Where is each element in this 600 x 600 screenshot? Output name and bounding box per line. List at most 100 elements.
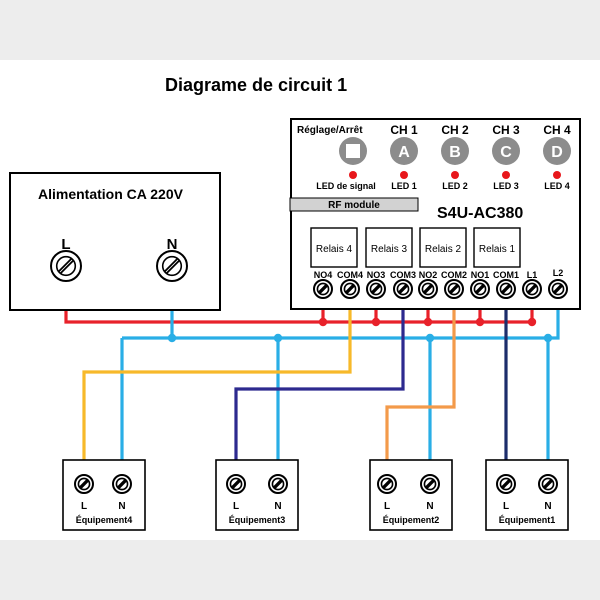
- terminal-screw-com4: [340, 279, 360, 299]
- supply-l-screw: [50, 250, 82, 282]
- relay-label-1: Relais 1: [479, 244, 516, 255]
- channel-led-3: [502, 171, 510, 179]
- equipment1-n-screw: [538, 474, 558, 494]
- equipment-box-4: [62, 459, 146, 531]
- signal-led: [349, 171, 357, 179]
- relay-box-4: [310, 227, 358, 268]
- channel-led-label-1: LED 1: [391, 181, 417, 191]
- terminal-screw-com2: [444, 279, 464, 299]
- channel-button-a[interactable]: [390, 137, 418, 165]
- neutral-junction-eq3: [273, 333, 283, 343]
- equipment2-n-label: N: [426, 501, 433, 512]
- equipment2-l-label: L: [384, 501, 390, 512]
- channel-letter-a: A: [398, 144, 410, 161]
- channel-button-d[interactable]: [543, 137, 571, 165]
- terminal-screw-com3: [393, 279, 413, 299]
- live-junction-no4: [318, 317, 328, 327]
- supply-n-screw: [156, 250, 188, 282]
- relay-label-2: Relais 2: [425, 244, 462, 255]
- terminal-screw-l2: [548, 279, 568, 299]
- channel-letter-b: B: [449, 144, 461, 161]
- channel-led-label-2: LED 2: [442, 181, 468, 191]
- equipment-box-2: [369, 459, 453, 531]
- equipment-box-3: [215, 459, 299, 531]
- power-supply-box: [9, 172, 221, 311]
- equipment4-l-screw: [74, 474, 94, 494]
- channel-label-1: CH 1: [390, 123, 418, 137]
- diagram-title: Diagrame de circuit 1: [165, 75, 347, 95]
- terminal-screw-no3: [366, 279, 386, 299]
- supply-n-label: N: [167, 236, 178, 253]
- terminal-label-com2: COM2: [441, 270, 467, 280]
- supply-l-label: L: [61, 236, 70, 253]
- rf-module-bar: [289, 197, 419, 212]
- terminal-label-l1: L1: [527, 270, 538, 280]
- equipment4-l-label: L: [81, 501, 87, 512]
- bottom-band: [0, 540, 600, 600]
- com3-wire: [234, 295, 405, 478]
- equipment3-n-label: N: [274, 501, 281, 512]
- components-layer: CH 1 A LED 1 CH 2 B LED 2 CH 3 C LED 3 CH 4 D LED 4…: [50, 123, 571, 531]
- terminal-label-com4: COM4: [337, 270, 363, 280]
- equipment3-l-label: L: [233, 501, 239, 512]
- live-junction-l1: [527, 317, 537, 327]
- equipment-box-1: [485, 459, 569, 531]
- equipment3-label: Équipement3: [229, 515, 286, 525]
- channel-label-3: CH 3: [492, 123, 520, 137]
- setup-label: Réglage/Arrêt: [297, 125, 363, 136]
- equipment1-l-label: L: [503, 501, 509, 512]
- terminal-screw-no2: [418, 279, 438, 299]
- live-junction-no2: [423, 317, 433, 327]
- channel-led-label-4: LED 4: [544, 181, 570, 191]
- equipment4-n-screw: [112, 474, 132, 494]
- channel-led-1: [400, 171, 408, 179]
- terminal-label-no3: NO3: [367, 270, 386, 280]
- rf-module-label: RF module: [328, 200, 380, 211]
- top-band: [0, 0, 600, 60]
- equipment2-label: Équipement2: [383, 515, 440, 525]
- terminal-screw-no1: [470, 279, 490, 299]
- live-junction-no1: [475, 317, 485, 327]
- equipment1-label: Équipement1: [499, 515, 556, 525]
- power-supply-label: Alimentation CA 220V: [38, 186, 184, 202]
- terminal-label-no2: NO2: [419, 270, 438, 280]
- channel-button-b[interactable]: [441, 137, 469, 165]
- signal-led-label: LED de signal: [316, 181, 376, 191]
- com2-wire: [385, 295, 456, 478]
- terminal-label-l2: L2: [553, 268, 564, 278]
- channel-led-4: [553, 171, 561, 179]
- terminal-screw-l1: [522, 279, 542, 299]
- terminal-label-com3: COM3: [390, 270, 416, 280]
- neutral-junction-eq2: [425, 333, 435, 343]
- channel-label-4: CH 4: [543, 123, 571, 137]
- relay-box-1: [473, 227, 521, 268]
- neutral-junction-supply: [167, 333, 177, 343]
- terminal-label-no1: NO1: [471, 270, 490, 280]
- equipment4-label: Équipement4: [76, 515, 133, 525]
- equipment2-l-screw: [377, 474, 397, 494]
- com4-wire: [82, 295, 352, 478]
- terminal-label-no4: NO4: [314, 270, 333, 280]
- channel-led-2: [451, 171, 459, 179]
- equipment4-n-label: N: [118, 501, 125, 512]
- equipment1-n-label: N: [544, 501, 551, 512]
- terminal-screw-no4: [313, 279, 333, 299]
- live-junction-no3: [371, 317, 381, 327]
- relay-label-4: Relais 4: [316, 244, 353, 255]
- channel-button-c[interactable]: [492, 137, 520, 165]
- terminal-label-com1: COM1: [493, 270, 519, 280]
- relay-box-2: [419, 227, 467, 268]
- relay-box-3: [365, 227, 413, 268]
- channel-letter-d: D: [551, 144, 563, 161]
- channel-label-2: CH 2: [441, 123, 469, 137]
- channel-led-label-3: LED 3: [493, 181, 519, 191]
- equipment3-n-screw: [268, 474, 288, 494]
- setup-button-square-icon: [346, 144, 360, 158]
- relay-label-3: Relais 3: [371, 244, 408, 255]
- neutral-junction-eq1: [543, 333, 553, 343]
- equipment2-n-screw: [420, 474, 440, 494]
- terminal-screw-com1: [496, 279, 516, 299]
- channel-letter-c: C: [500, 144, 512, 161]
- equipment3-l-screw: [226, 474, 246, 494]
